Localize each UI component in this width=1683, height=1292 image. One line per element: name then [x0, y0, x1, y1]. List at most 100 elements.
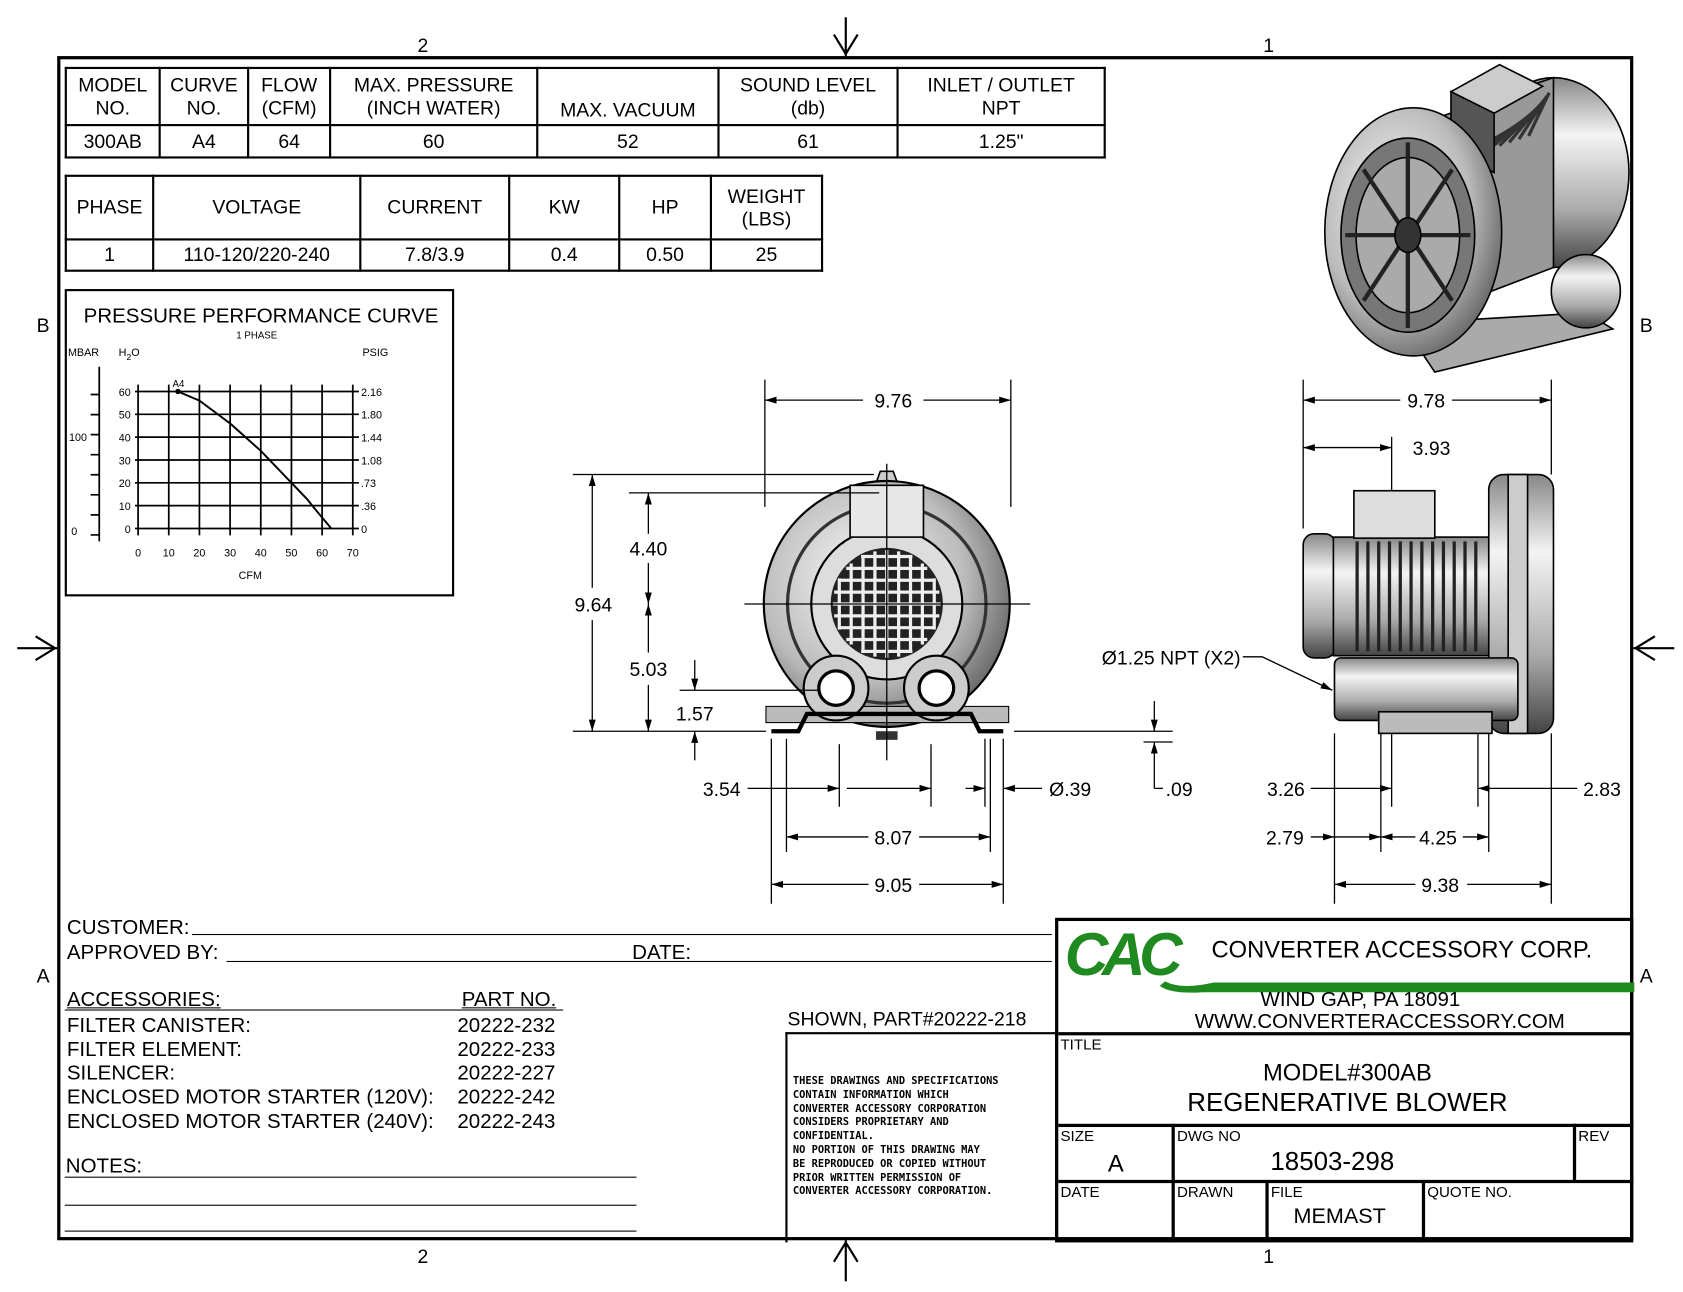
header-weight: WEIGHT (LBS) [709, 174, 824, 241]
logo-wordmark: CAC [1065, 923, 1184, 988]
dim-box-offset: 3.93 [1413, 438, 1451, 460]
zone-label: 1 [1263, 34, 1275, 57]
divider [1058, 1179, 1634, 1184]
accessories-header: ACCESSORIES: [66, 988, 221, 1012]
customer-field[interactable] [192, 933, 1052, 936]
dim-hole-dia: Ø.39 [1049, 779, 1091, 801]
header-curve: CURVE NO. [158, 66, 250, 127]
curve-point-a4 [175, 388, 181, 395]
divider [1265, 1179, 1269, 1243]
accessory-part: 20222-243 [457, 1110, 556, 1134]
dim-right-offset: 2.83 [1583, 779, 1621, 801]
dim-foot-spacing: 3.54 [703, 779, 741, 801]
accessory-part: 20222-227 [457, 1062, 556, 1085]
dim-base-depth: 9.38 [1421, 875, 1459, 897]
file-value: MEMAST [1293, 1204, 1386, 1229]
dim-depth: 9.78 [1407, 391, 1445, 413]
cell-curve: A4 [158, 124, 250, 159]
size-value: A [1107, 1149, 1124, 1177]
mbar-tick-label: 100 [69, 432, 87, 444]
divider [1171, 1123, 1175, 1243]
notes-line[interactable] [64, 1204, 637, 1206]
company-website[interactable]: WWW.CONVERTERACCESSORY.COM [1194, 1010, 1565, 1034]
dim-foot-thickness: .09 [1166, 779, 1193, 801]
rev-label: REV [1578, 1127, 1610, 1145]
cell-current: 7.8/3.9 [359, 238, 511, 272]
x-tick-label: 70 [347, 548, 359, 560]
side-view-dimension-labels: 9.78 3.93 3.26 2.83 2.79 4.25 9.38 Ø1.25… [1102, 391, 1621, 897]
zone-label: B [36, 314, 50, 337]
zone-label: 2 [417, 1245, 429, 1268]
psig-tick-label: 2.16 [361, 387, 382, 399]
accessory-name: FILTER ELEMENT: [66, 1038, 242, 1062]
chart-subtitle: 1 PHASE [236, 331, 277, 342]
port-callout: Ø1.25 NPT (X2) [1102, 647, 1241, 669]
part-no-header: PART NO. [461, 988, 557, 1012]
cell-npt: 1.25" [896, 124, 1106, 159]
x-tick-label: 30 [224, 548, 236, 560]
header-model: MODEL NO. [64, 66, 161, 127]
header-pressure: MAX. PRESSURE (INCH WATER) [329, 66, 539, 127]
dim-height: 9.64 [574, 595, 612, 617]
pressure-curve-chart: PRESSURE PERFORMANCE CURVE 1 PHASE MBAR … [64, 289, 455, 597]
front-view-dimension-labels: 9.76 9.64 4.40 5.03 1.57 3.54 Ø.39 .09 8… [574, 391, 1192, 897]
notes-line[interactable] [64, 1230, 637, 1232]
dim-foot-offset: 2.79 [1266, 827, 1304, 849]
notes-line[interactable] [64, 1176, 637, 1178]
cell-hp: 0.50 [618, 238, 713, 272]
psig-tick-label: .73 [361, 478, 376, 490]
h2o-label: H2O [119, 347, 140, 362]
accessory-part: 20222-233 [457, 1038, 556, 1062]
company-name: CONVERTER ACCESSORY CORP. [1211, 936, 1593, 964]
dwg-no-value: 18503-298 [1270, 1147, 1395, 1177]
center-mark-right [1633, 635, 1675, 661]
title-label: TITLE [1060, 1035, 1102, 1053]
header-voltage: VOLTAGE [152, 174, 362, 241]
cell-vacuum: 52 [536, 124, 720, 159]
psig-tick-label: .36 [361, 501, 376, 513]
center-mark-bottom [832, 1240, 859, 1282]
dim-overall-base: 9.05 [874, 875, 912, 897]
center-mark-top [832, 17, 859, 57]
accessory-part: 20222-232 [457, 1014, 556, 1038]
file-label: FILE [1270, 1183, 1303, 1201]
header-hp: HP [618, 174, 713, 241]
dim-foot-spacing-side: 4.25 [1419, 827, 1457, 849]
dim-upper: 4.40 [629, 538, 667, 560]
header-kw: KW [508, 174, 621, 241]
shown-part: SHOWN, PART#20222-218 [787, 1008, 1027, 1030]
cell-pressure: 60 [329, 124, 539, 159]
drawn-label: DRAWN [1176, 1183, 1234, 1201]
approved-by-field[interactable] [226, 960, 1052, 963]
title-block: CAC CONVERTER ACCESSORY CORP. WIND GAP, … [1055, 917, 1635, 1243]
y-tick-label: 60 [119, 387, 131, 399]
x-tick-label: 60 [316, 548, 328, 560]
header-current: CURRENT [359, 174, 511, 241]
side-view [1302, 473, 1555, 735]
psig-tick-label: 1.80 [361, 410, 382, 422]
cell-sound: 61 [717, 124, 899, 159]
sheet-border [57, 56, 1634, 1241]
chart-title: PRESSURE PERFORMANCE CURVE [84, 304, 439, 327]
header-phase: PHASE [64, 174, 155, 241]
y-tick-label: 50 [119, 410, 131, 422]
mbar-tick-label: 0 [71, 526, 77, 538]
divider [1058, 1123, 1634, 1128]
electrical-table: PHASE VOLTAGE CURRENT KW HP WEIGHT (LBS)… [64, 174, 824, 272]
y-tick-label: 40 [119, 432, 131, 444]
dim-port-height: 1.57 [676, 703, 714, 725]
cell-flow: 64 [247, 124, 332, 159]
x-tick-label: 50 [285, 548, 297, 560]
psig-tick-label: 0 [361, 524, 367, 536]
accessory-name: ENCLOSED MOTOR STARTER (240V): [66, 1110, 434, 1134]
dim-width: 9.76 [874, 391, 912, 413]
side-view-dimensions [1242, 379, 1578, 904]
zone-label: A [1639, 965, 1653, 987]
series-label: A4 [173, 379, 185, 390]
accessory-part: 20222-242 [457, 1086, 556, 1109]
dim-lower: 5.03 [629, 659, 667, 681]
psig-tick-label: 1.44 [361, 432, 382, 444]
accessory-name: FILTER CANISTER: [66, 1014, 252, 1038]
x-tick-label: 40 [255, 548, 267, 560]
